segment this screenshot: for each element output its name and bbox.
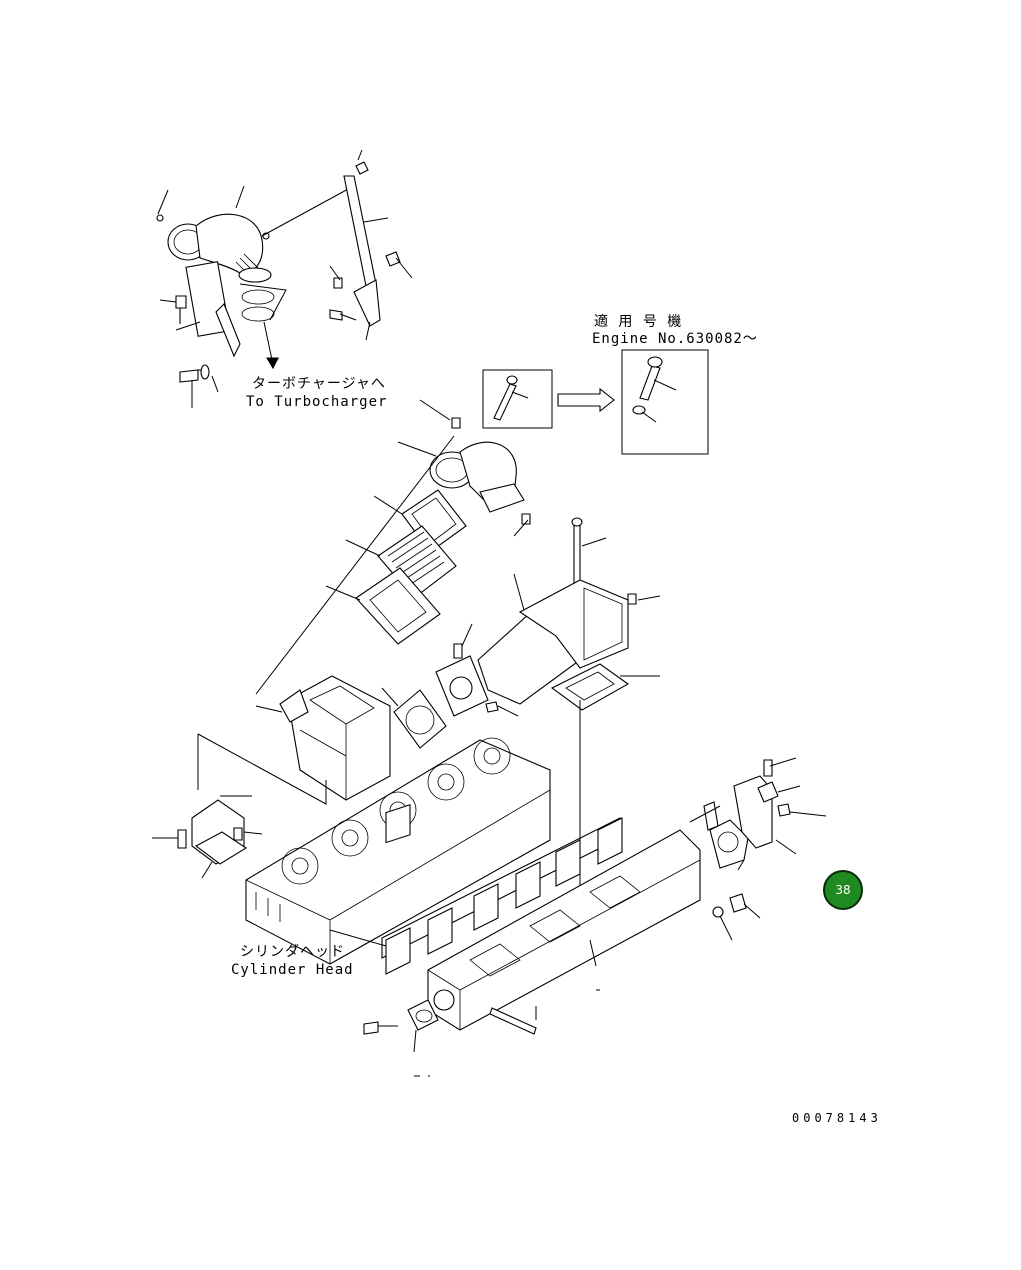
cylinder-head: [245, 737, 551, 965]
cylinder-head-label-en: Cylinder Head: [231, 962, 354, 978]
drawing-number: 00078143: [792, 1111, 882, 1125]
engine-number-label-ja: 適 用 号 機: [594, 314, 683, 330]
turbocharger-label-ja: ターボチャージャへ: [252, 376, 386, 392]
intake-manifold: [363, 829, 701, 1053]
part-hotspot-38[interactable]: 38: [823, 870, 863, 910]
modification-boxes: [482, 349, 709, 455]
engine-number-label-en: Engine No.630082～: [592, 331, 758, 347]
intake-connector: [197, 435, 455, 805]
turbocharger-label-en: To Turbocharger: [246, 394, 388, 410]
air-connector-assembly: [381, 517, 661, 930]
gasket-strip: [381, 804, 623, 975]
right-fittings: [689, 757, 827, 941]
cylinder-head-label-ja: シリンダヘッド: [240, 944, 345, 960]
center-elbow-assembly: [325, 399, 531, 645]
upper-elbow-assembly: [156, 149, 413, 408]
left-housing: [152, 795, 263, 879]
